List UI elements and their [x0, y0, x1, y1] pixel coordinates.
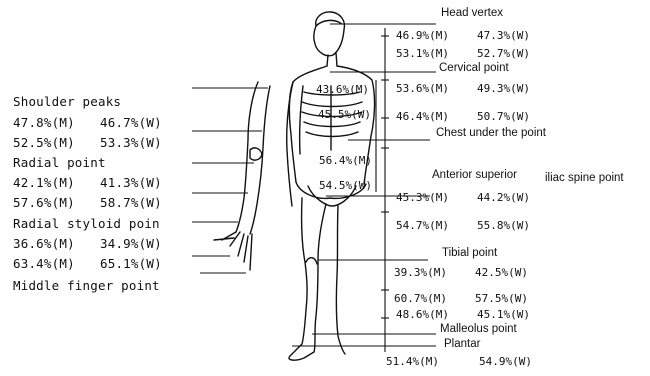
label-radial-styloid-point: Radial styloid poin	[13, 218, 160, 231]
label-cervical-point: Cervical point	[439, 63, 509, 75]
value-a6-men: 63.4%(M)	[13, 258, 75, 271]
head-outline	[314, 12, 345, 56]
label-middle-finger-point: Middle finger point	[13, 280, 160, 293]
value-r6-vertical: 54.5%(W)	[319, 180, 372, 191]
value-r5-vertical: 56.4%(M)	[319, 155, 372, 166]
value-r7-men: 54.7%(M)	[396, 220, 449, 231]
value-r3-vertical: 43.6%(M)	[316, 84, 369, 95]
value-a2-men: 52.5%(M)	[13, 137, 75, 150]
value-r2-women: 52.7%(W)	[477, 48, 530, 59]
value-r2-men: 53.1%(M)	[396, 48, 449, 59]
value-a1-men: 47.8%(M)	[13, 117, 75, 130]
label-head-vertex: Head vertex	[441, 8, 503, 20]
label-chest-under-point: Chest under the point	[436, 128, 546, 140]
value-a4-women: 58.7%(W)	[100, 197, 162, 210]
value-r11-women: 54.9%(W)	[479, 356, 532, 367]
value-a4-men: 57.6%(M)	[13, 197, 75, 210]
value-r11-men: 51.4%(M)	[386, 356, 439, 367]
value-r3-women: 49.3%(W)	[477, 83, 530, 94]
value-r3-men: 53.6%(M)	[396, 83, 449, 94]
value-a6-women: 65.1%(W)	[100, 258, 162, 271]
value-r6-men: 45.3%(M)	[396, 192, 449, 203]
label-tibial-point: Tibial point	[442, 248, 497, 260]
label-malleolus-point: Malleolus point	[440, 324, 517, 336]
label-shoulder-peaks: Shoulder peaks	[13, 96, 121, 109]
value-r8-men: 39.3%(M)	[394, 267, 447, 278]
label-asis-suffix: iliac spine point	[545, 173, 624, 185]
value-a1-women: 46.7%(W)	[100, 117, 162, 130]
near-arm	[287, 82, 303, 206]
value-r8-women: 42.5%(W)	[475, 267, 528, 278]
value-r9-women: 57.5%(W)	[475, 293, 528, 304]
value-a5-women: 34.9%(W)	[100, 238, 162, 251]
far-leg	[336, 206, 345, 354]
value-a2-women: 53.3%(W)	[100, 137, 162, 150]
near-leg	[289, 198, 326, 360]
label-radial-point: Radial point	[13, 157, 106, 170]
value-a5-men: 36.6%(M)	[13, 238, 75, 251]
value-r9-men: 60.7%(M)	[394, 293, 447, 304]
value-r7-women: 55.8%(W)	[477, 220, 530, 231]
value-a3-women: 41.3%(W)	[100, 177, 162, 190]
label-asis-prefix: Anterior superior	[432, 170, 517, 182]
value-r1-women: 47.3%(W)	[477, 30, 530, 41]
value-a3-men: 42.1%(M)	[13, 177, 75, 190]
value-r10-men: 48.6%(M)	[396, 309, 449, 320]
value-r1-men: 46.9%(M)	[396, 30, 449, 41]
label-plantar: Plantar	[444, 339, 480, 351]
value-r4-women: 50.7%(W)	[477, 111, 530, 122]
detached-arm	[236, 82, 270, 234]
value-r10-women: 45.1%(W)	[477, 309, 530, 320]
value-r6-women: 44.2%(W)	[477, 192, 530, 203]
value-r4-men: 46.4%(M)	[396, 111, 449, 122]
value-r4-vertical: 45.5%(W)	[318, 109, 371, 120]
